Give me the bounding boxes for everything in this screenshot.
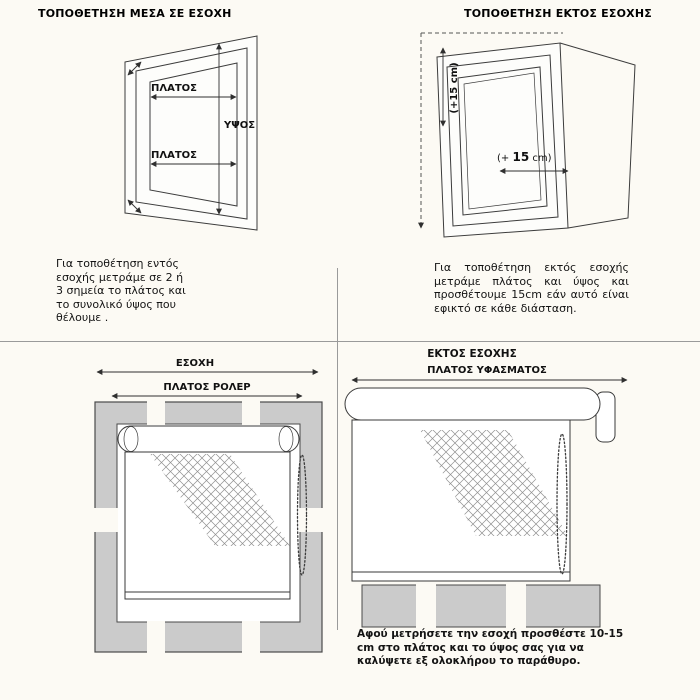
inside-recess-caption: Για τοποθέτηση εντός εσοχής μετράμε σε 2… [56,257,186,324]
width-label-bottom: ΠΛΑΤΟΣ [151,150,197,161]
height-add-label: (+15 cm) [449,62,460,113]
blind-extent-dashed-outline [418,32,563,229]
roller-width-label: ΠΛΑΤΟΣ ΡΟΛΕΡ [163,382,250,393]
bottom-bar [351,571,571,582]
recess-label: ΕΣΟΧΗ [176,358,214,369]
inside-recess-window-diagram: ΠΛΑΤΟΣ ΠΛΑΤΟΣ ΥΨΟΣ [124,35,258,231]
outside-mount-title: ΕΚΤΟΣ ΕΣΟΧΗΣ [427,348,517,360]
chain [296,454,308,576]
outside-mount-caption: Αφού μετρήσετε την εσοχή προσθέστε 10-15… [357,628,624,667]
fabric-mesh-texture [420,430,568,536]
corner-measure-arrow-top [127,61,142,76]
bottom-bar [124,591,291,600]
fabric-width-label: ΠΛΑΤΟΣ ΥΦΑΣΜΑΤΟΣ [427,365,547,376]
width-label-top: ΠΛΑΤΟΣ [151,83,197,94]
fabric-mesh-texture [150,454,290,546]
roller-blind [117,425,308,600]
corner-measure-arrow-bottom [127,199,142,214]
chain [556,433,568,575]
width-add-label: (+ 15 cm) [497,150,552,164]
vertical-divider [337,268,338,630]
wall-perspective [559,42,636,229]
roller-blind [344,387,616,582]
outside-recess-caption: Για τοποθέτηση εκτός εσοχής μετράμε πλάτ… [434,261,629,315]
window-frame [436,42,569,238]
outside-recess-window-diagram: (+15 cm) (+ 15 cm) [418,32,636,238]
inside-mount-diagram: ΕΣΟΧΗ ΠΛΑΤΟΣ ΡΟΛΕΡ [94,358,323,653]
outside-mount-diagram: ΕΚΤΟΣ ΕΣΟΧΗΣ ΠΛΑΤΟΣ ΥΦΑΣΜΑΤΟΣ [344,348,628,628]
inside-recess-title: ΤΟΠΟΘΕΤΗΣΗ ΜΕΣΑ ΣΕ ΕΣΟΧΗ [38,7,232,20]
height-label: ΥΨΟΣ [223,120,255,131]
window-frame-perspective [124,35,258,231]
chain-bracket [595,391,616,443]
horizontal-divider [0,341,700,342]
recess-frame [361,584,601,628]
outside-recess-title: ΤΟΠΟΘΕΤΗΣΗ ΕΚΤΟΣ ΕΣΟΧΗΣ [464,7,652,20]
